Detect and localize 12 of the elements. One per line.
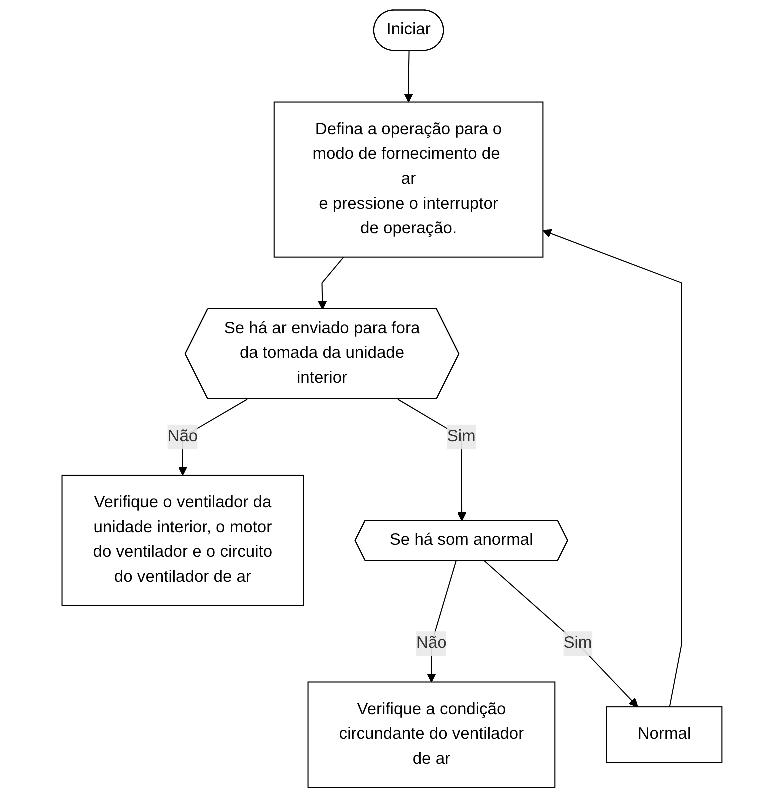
arrow [542,229,682,708]
node-box: Verifique o ventilador da unidade interior, o motor do ventilador e o circuito do ventilador de ar [62,474,304,606]
edge-label: Não [416,634,447,652]
node-box: Normal [606,706,722,764]
node-box: Verifique a condição circundante do ventilador de ar [308,682,556,788]
edge-label: Não [168,428,198,446]
arrow [484,560,638,708]
arrow [404,51,414,103]
arrow [318,257,344,310]
edge-label: Sim [447,428,476,446]
node-box: Defina a operação para o modo de fornecimento de ar e pressione o interruptor de operação. [274,102,544,258]
edge-label: Sim [564,634,592,652]
